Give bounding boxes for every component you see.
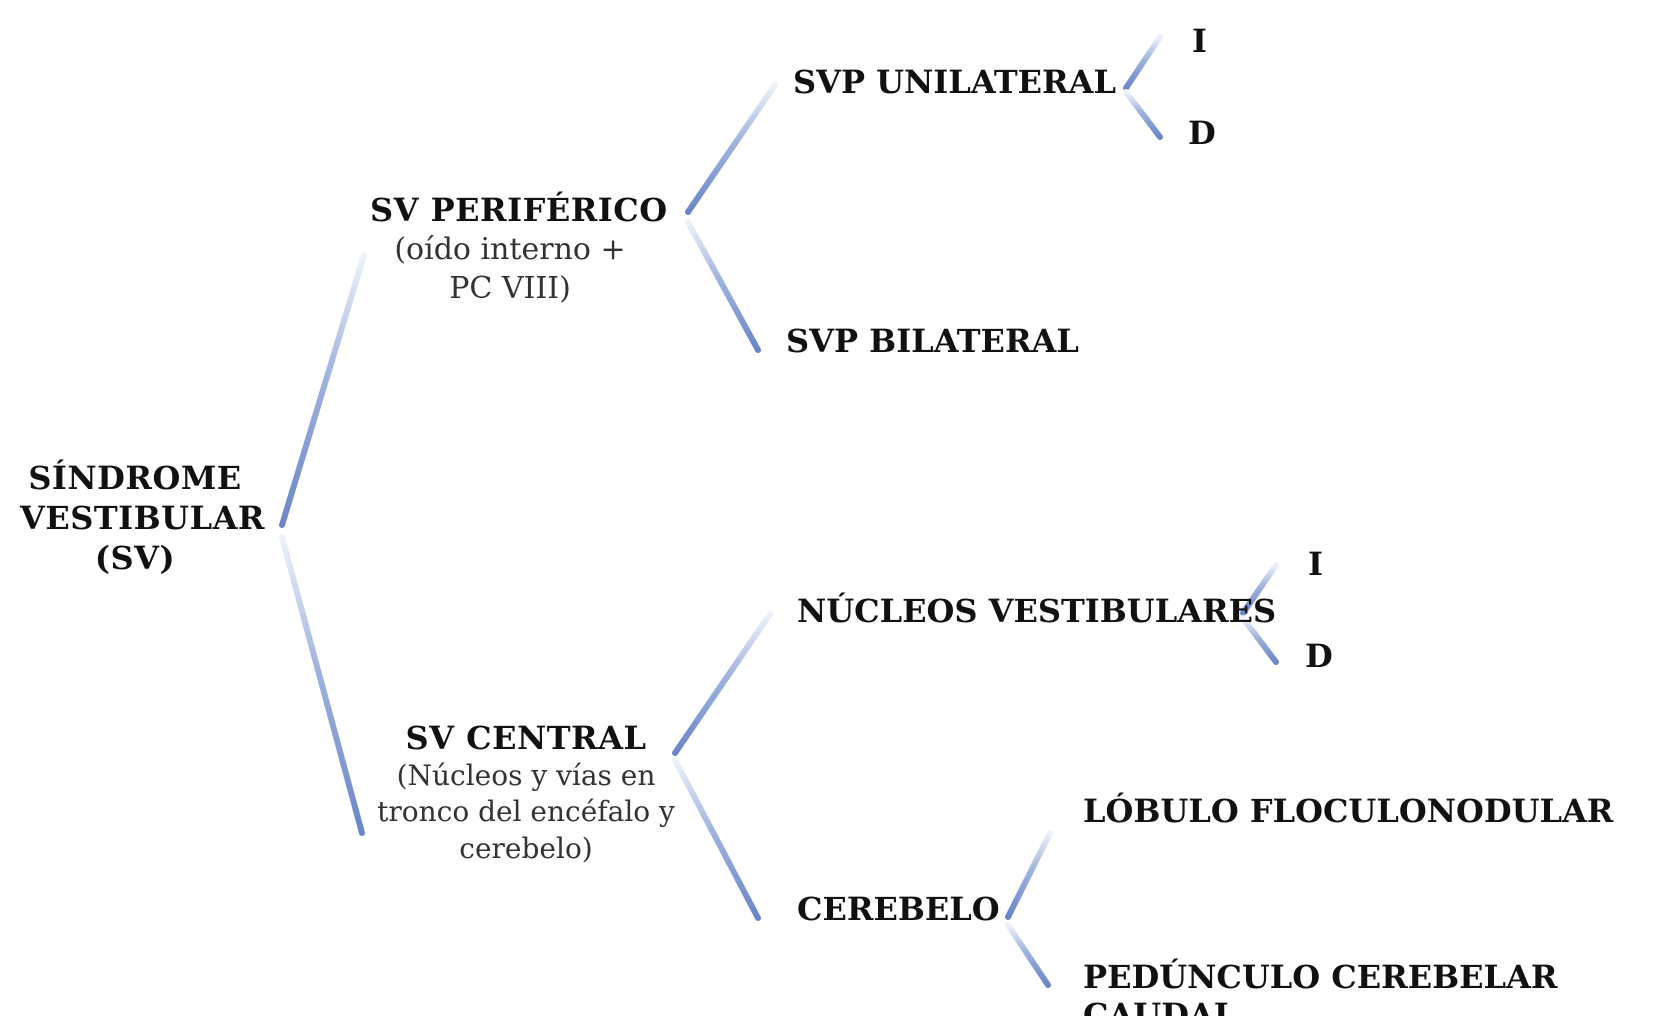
svp-unilateral-label: SVP UNILATERAL	[793, 63, 1116, 101]
svp-bilateral-label: SVP BILATERAL	[786, 322, 1079, 360]
nuclei-right: D	[1305, 637, 1333, 675]
connector-central-cerebellum	[672, 757, 761, 921]
root-node: SÍNDROME VESTIBULAR (SV)	[20, 458, 265, 578]
cerebellum-peduncle-label: PEDÚNCULO CEREBELAR CAUDAL	[1083, 958, 1558, 1016]
connector-root-peripheral	[279, 252, 367, 528]
central-subtitle-2: tronco del encéfalo y	[377, 795, 675, 829]
central-node: SV CENTRAL (Núcleos y vías en tronco del…	[370, 718, 682, 867]
peripheral-subtitle-1: (oído interno +	[394, 232, 626, 267]
root-line-2: VESTIBULAR	[20, 499, 265, 537]
svp-unilateral-left: I	[1192, 22, 1207, 60]
connector-unilateral-i	[1123, 34, 1163, 91]
peripheral-subtitle-2: PC VIII)	[449, 271, 571, 306]
connector-nuclei-d	[1240, 615, 1279, 665]
svp-unilateral-right: D	[1188, 114, 1216, 152]
central-subtitle-3: cerebelo)	[459, 831, 593, 865]
connector-peripheral-unilateral	[685, 82, 778, 215]
connector-central-nuclei	[672, 611, 773, 756]
root-line-1: SÍNDROME	[28, 459, 242, 497]
connector-cerebellum-lobe	[1005, 830, 1053, 920]
connector-root-central	[279, 534, 365, 836]
connector-nuclei-i	[1240, 562, 1279, 616]
cerebellum-label: CEREBELO	[797, 890, 1000, 928]
peripheral-node: SV PERIFÉRICO (oído interno + PC VIII)	[370, 190, 668, 308]
peripheral-title: SV PERIFÉRICO	[370, 191, 668, 229]
root-line-3: (SV)	[94, 539, 176, 577]
nuclei-label: NÚCLEOS VESTIBULARES	[797, 592, 1277, 630]
connector-unilateral-d	[1123, 89, 1163, 140]
nuclei-left: I	[1308, 545, 1323, 583]
central-title: SV CENTRAL	[405, 719, 647, 757]
connector-cerebellum-peduncle	[1005, 922, 1051, 988]
central-subtitle-1: (Núcleos y vías en	[396, 759, 656, 792]
cerebellum-lobe-label: LÓBULO FLOCULONODULAR	[1083, 792, 1614, 830]
connector-peripheral-bilateral	[685, 219, 761, 353]
